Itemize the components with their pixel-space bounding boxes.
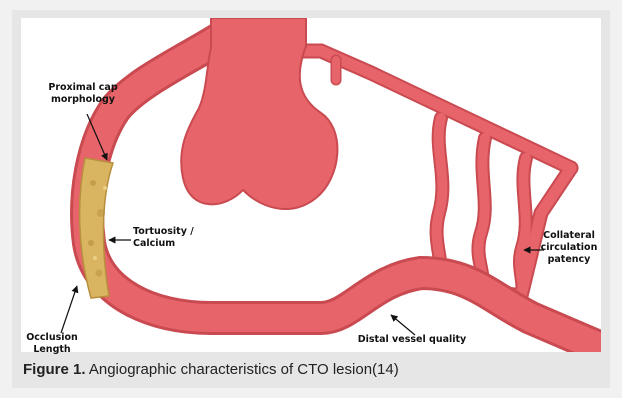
figure-caption: Figure 1. Angiographic characteristics o…	[23, 359, 603, 381]
arrow-distal	[391, 315, 415, 335]
cto-diagram	[21, 18, 601, 352]
caption-figure-label: Figure 1.	[23, 361, 86, 378]
label-collateral: Collateral circulation patency	[537, 230, 601, 266]
label-tortuosity: Tortuosity / Calcium	[133, 226, 194, 250]
caption-text: Angiographic characteristics of CTO lesi…	[86, 361, 399, 378]
label-distal: Distal vessel quality	[337, 334, 487, 346]
label-occlusion: Occlusion Length	[21, 332, 83, 356]
label-proximal-cap: Proximal cap morphology	[41, 82, 125, 106]
arrow-occlusion	[61, 286, 77, 333]
figure-frame: Proximal cap morphology Tortuosity / Cal…	[12, 10, 610, 388]
diagram-panel: Proximal cap morphology Tortuosity / Cal…	[21, 18, 601, 352]
